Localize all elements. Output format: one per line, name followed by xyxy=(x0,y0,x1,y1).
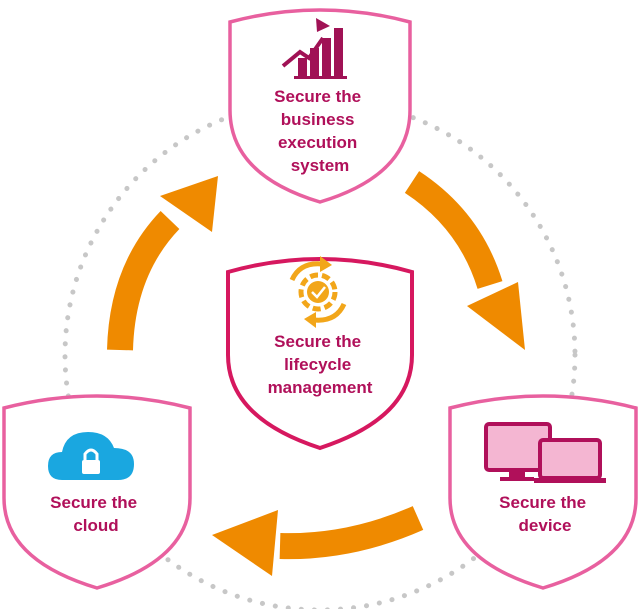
bar-chart-growth-icon xyxy=(281,18,347,79)
arrow-device-to-cloud xyxy=(212,506,424,576)
lifecycle-line-3: management xyxy=(268,378,373,397)
cycle-arrows xyxy=(107,171,525,576)
shield-cloud: Secure the cloud xyxy=(2,394,192,590)
shield-business: Secure the business execution system xyxy=(228,8,412,204)
shield-device: Secure the device xyxy=(448,394,638,590)
business-label: Secure the business execution system xyxy=(274,87,366,175)
arrow-business-to-device xyxy=(404,171,525,350)
monitor-laptop-icon xyxy=(484,422,606,483)
arrow-cloud-to-business xyxy=(107,176,218,351)
cloud-line-1: Secure the xyxy=(50,493,137,512)
device-line-2: device xyxy=(519,516,572,535)
lifecycle-label: Secure the lifecycle management xyxy=(268,332,373,397)
shield-lifecycle: Secure the lifecycle management xyxy=(226,256,414,451)
gear-cycle-icon xyxy=(289,256,347,328)
business-line-1: Secure the xyxy=(274,87,361,106)
business-line-3: execution xyxy=(278,133,357,152)
device-label: Secure the device xyxy=(499,493,591,535)
business-line-2: business xyxy=(281,110,355,129)
business-line-4: system xyxy=(291,156,350,175)
dotted-orbit xyxy=(62,97,578,609)
device-line-1: Secure the xyxy=(499,493,586,512)
lifecycle-line-2: lifecycle xyxy=(284,355,351,374)
cloud-label: Secure the cloud xyxy=(50,493,142,535)
lifecycle-line-1: Secure the xyxy=(274,332,361,351)
cloud-line-2: cloud xyxy=(73,516,118,535)
cloud-lock-icon xyxy=(48,432,134,480)
